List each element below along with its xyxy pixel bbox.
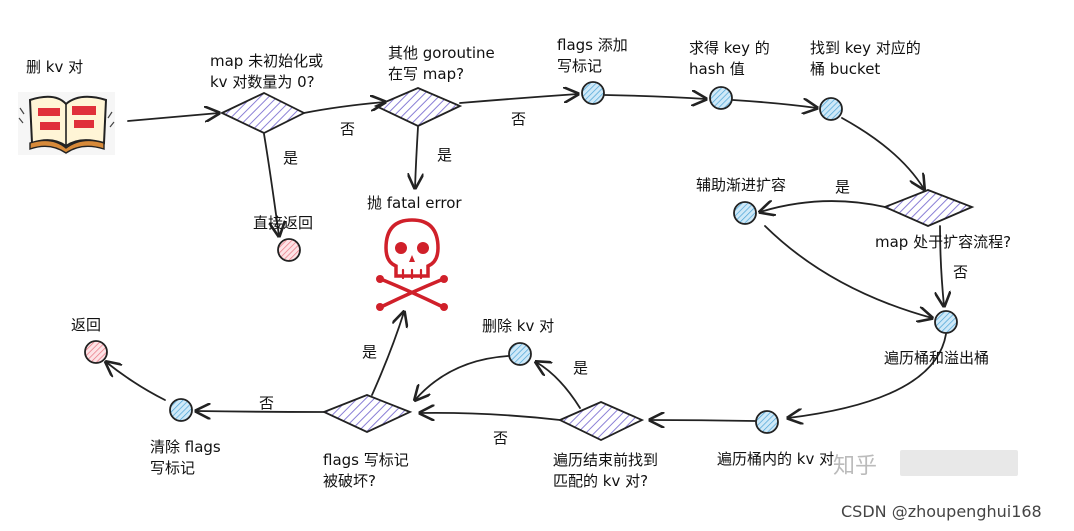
label-fatal-error: 抛 fatal error [367, 194, 462, 212]
arrow-d5-yes [371, 312, 404, 396]
arrow-d1-no [303, 102, 385, 114]
decision-uninitialized [219, 91, 307, 135]
node-clear-flags [169, 398, 193, 422]
label-bucket: 找到 key 对应的 桶 bucket [810, 39, 921, 78]
decision-concurrent-write [373, 87, 463, 127]
arrow-delete-to-d5 [415, 355, 509, 400]
label-decision-concurrent-write: 其他 goroutine 在写 map? [388, 44, 495, 83]
label-d2-no: 否 [511, 110, 527, 128]
node-hash [709, 86, 733, 110]
label-d5-yes: 是 [362, 343, 378, 361]
label-d3-no: 否 [953, 263, 969, 281]
label-decision-flags-broken: flags 写标记 被破坏? [323, 451, 409, 490]
label-delete-kv: 删除 kv 对 [482, 317, 555, 335]
arrow-hash-to-bucket [732, 100, 817, 108]
label-return-direct: 直接返回 [253, 214, 314, 232]
arrow-d4-no [420, 413, 561, 420]
arrow-d5-no [196, 411, 325, 412]
label-help-grow: 辅助渐进扩容 [696, 176, 787, 194]
watermark-zhihu: 知乎 [833, 454, 878, 479]
node-traverse-kv [755, 410, 779, 434]
arrow-bucket-to-d3 [841, 117, 924, 189]
decision-found-kv [557, 401, 645, 442]
arrow-d4-yes [536, 362, 581, 409]
arrow-kv-to-d4 [650, 420, 756, 421]
label-traverse-kv: 遍历桶内的 kv 对 [717, 450, 835, 468]
label-d1-yes: 是 [283, 149, 299, 167]
arrow-d2-no [459, 94, 578, 104]
label-clear-flags: 清除 flags 写标记 [150, 438, 221, 477]
arrow-d1-yes [263, 133, 279, 236]
arrow-d2-yes [415, 126, 418, 188]
label-d4-no: 否 [493, 429, 509, 447]
watermark-blur [900, 450, 1018, 476]
label-d1-no: 否 [340, 120, 356, 138]
arrow-traverse-to-kv [788, 333, 947, 418]
skull-icon [376, 218, 448, 311]
watermark-csdn: CSDN @zhoupenghui168 [841, 502, 1042, 521]
arrow-d3-yes [760, 201, 886, 212]
decision-flags-broken [321, 394, 413, 433]
label-return: 返回 [71, 316, 102, 334]
node-flags-add [581, 81, 605, 105]
label-d2-yes: 是 [437, 146, 453, 164]
decision-growing [882, 189, 975, 227]
node-traverse-buckets [934, 310, 958, 334]
node-delete-kv [508, 342, 532, 366]
label-decision-found-kv: 遍历结束前找到 匹配的 kv 对? [553, 451, 659, 490]
label-d3-yes: 是 [835, 178, 851, 196]
book-icon [18, 92, 115, 155]
label-hash: 求得 key 的 hash 值 [689, 39, 770, 78]
label-d4-yes: 是 [573, 359, 589, 377]
arrow-flags-to-hash [604, 95, 706, 99]
node-return [84, 340, 108, 364]
node-help-grow [733, 201, 757, 225]
label-decision-uninitialized: map 未初始化或 kv 对数量为 0? [210, 52, 324, 91]
arrow-clear-to-return [106, 362, 166, 401]
label-decision-growing: map 处于扩容流程? [875, 233, 1012, 251]
label-start: 删 kv 对 [26, 58, 84, 76]
arrow-d3-no [940, 225, 944, 306]
arrow-start-to-d1 [127, 113, 219, 121]
node-return-direct [277, 238, 301, 262]
label-traverse-buckets: 遍历桶和溢出桶 [884, 349, 990, 367]
arrow-help-to-traverse [764, 225, 932, 318]
label-d5-no: 否 [259, 394, 275, 412]
node-bucket [819, 97, 843, 121]
label-flags-add: flags 添加 写标记 [557, 36, 628, 75]
